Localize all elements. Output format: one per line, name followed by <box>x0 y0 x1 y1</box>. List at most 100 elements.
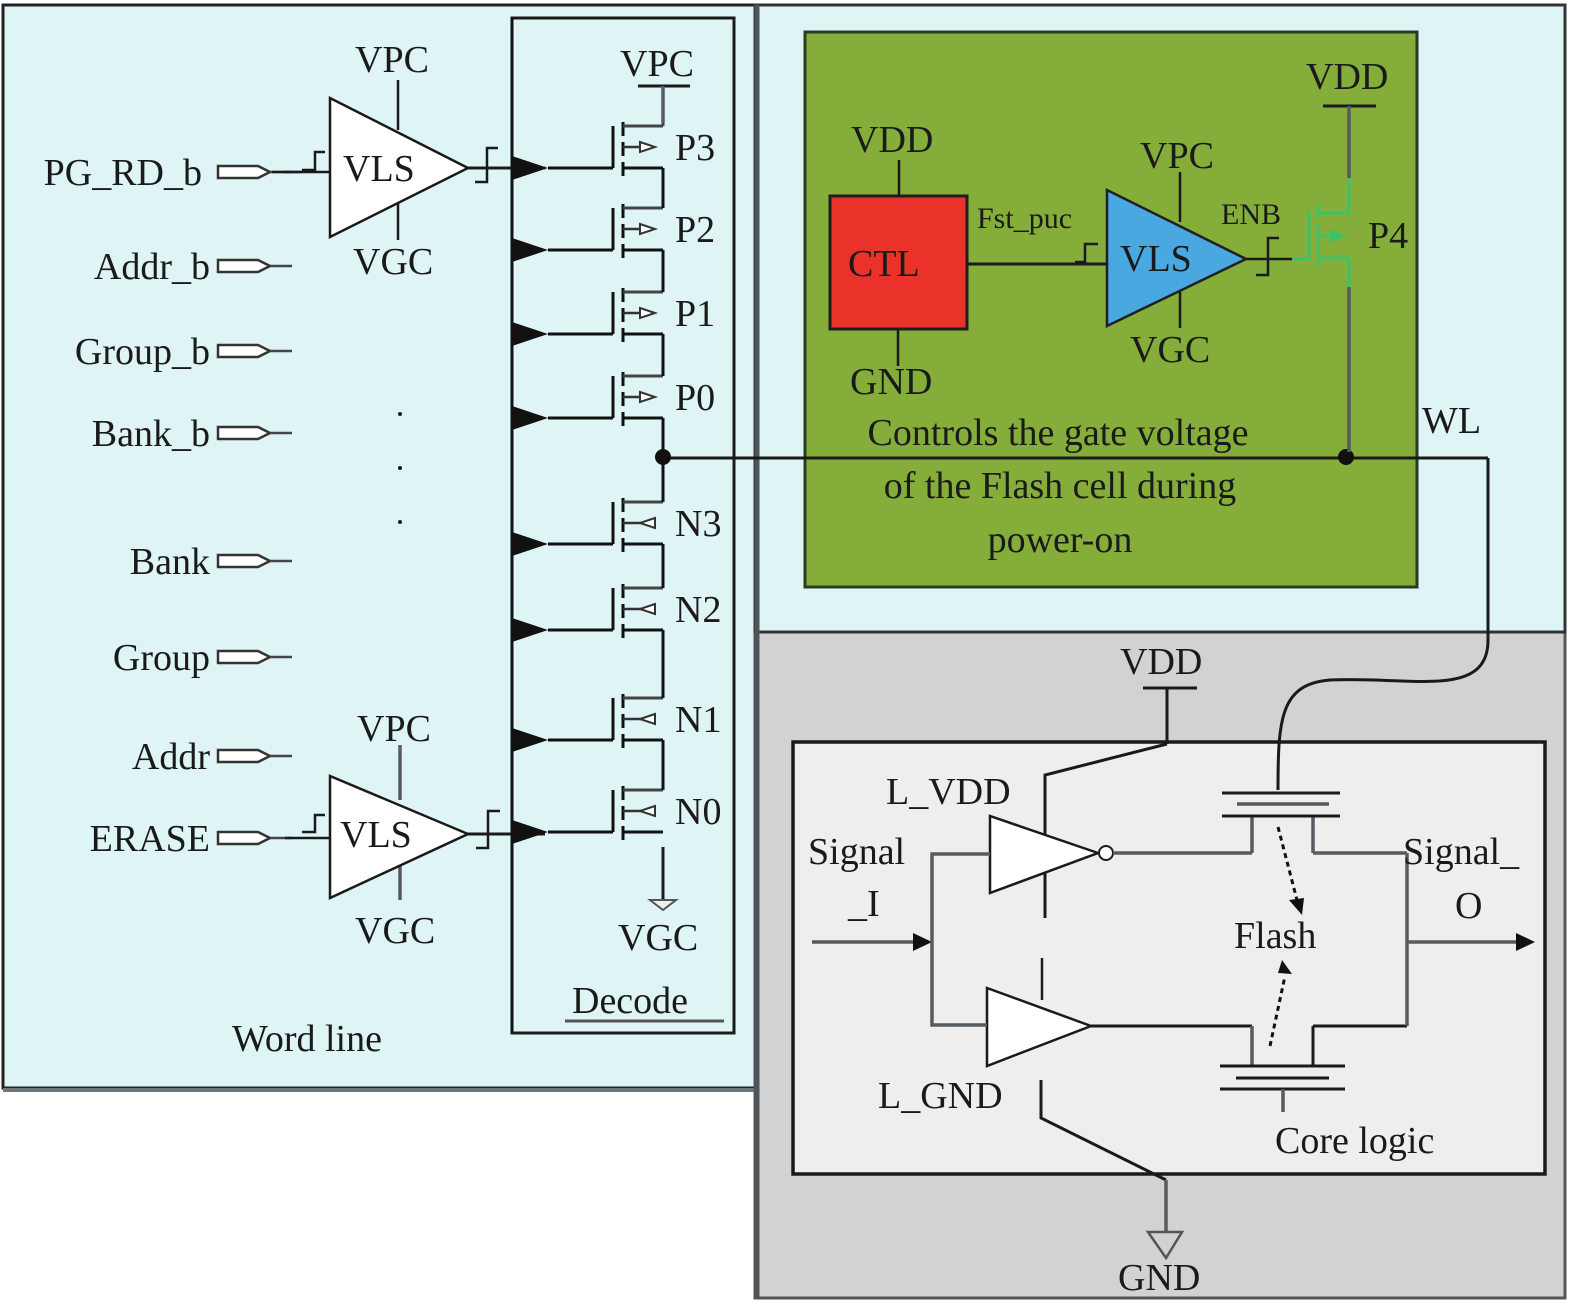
vls-control-ground: VGC <box>1130 329 1210 371</box>
decode-ground: VGC <box>618 847 698 959</box>
input-port-group-b: Group_b <box>75 331 292 373</box>
signal-output: Signal_ O <box>1403 831 1535 951</box>
gate-driver-icon <box>512 156 548 180</box>
junction-dot <box>655 449 671 465</box>
gate-driver-icon <box>512 238 548 262</box>
p4-supply-label: VDD <box>1306 56 1388 98</box>
core-logic-title: Core logic <box>1275 1120 1434 1162</box>
input-port-label: Group <box>113 637 210 679</box>
signal-input-label-1: Signal <box>808 831 905 873</box>
flash-cell: Flash <box>1091 791 1409 1112</box>
transistor-n3: N3 <box>512 498 721 556</box>
decode-supply: VPC <box>620 43 694 123</box>
vls-control-label: VLS <box>1120 238 1192 280</box>
step-output-icon <box>476 809 500 850</box>
input-port-icon <box>216 748 273 764</box>
input-port-label: ERASE <box>90 818 210 860</box>
dashed-arrow <box>1276 826 1299 901</box>
flash-label: Flash <box>1234 915 1316 957</box>
p4-label: P4 <box>1368 215 1408 257</box>
gate-driver-icon <box>512 820 548 844</box>
control-description: Controls the gate voltage of the Flash c… <box>868 412 1249 561</box>
gate-driver-icon <box>512 322 548 346</box>
transistor-label: P3 <box>675 127 715 169</box>
vls-top-supply: VPC <box>355 39 429 81</box>
ground-icon <box>647 899 679 912</box>
input-port-label: Bank_b <box>92 413 210 455</box>
signal-output-label-1: Signal_ <box>1403 831 1520 873</box>
core-supply-label: VDD <box>1120 641 1202 683</box>
input-port-label: PG_RD_b <box>44 152 202 194</box>
input-port-icon <box>216 425 273 441</box>
fst-puc-label: Fst_puc <box>977 202 1072 235</box>
wl-wire <box>1276 458 1490 791</box>
control-description-line3: power-on <box>988 519 1133 561</box>
input-port-icon <box>216 553 273 569</box>
l-gnd-label: L_GND <box>878 1075 1003 1117</box>
vls-control-supply: VPC <box>1140 135 1214 177</box>
inverter-bubble <box>1098 845 1114 861</box>
input-port-addr: Addr <box>132 736 292 778</box>
input-port-label: Addr <box>132 736 210 778</box>
input-port-group: Group <box>113 637 292 679</box>
transistor-p0: P0 <box>512 372 715 430</box>
signal-input-label-2: _I <box>847 883 880 925</box>
gate-driver-icon <box>512 532 548 556</box>
input-port-bank: Bank <box>130 541 292 583</box>
input-port-icon <box>216 649 273 665</box>
l-vdd-label: L_VDD <box>886 771 1011 813</box>
signal-output-label-2: O <box>1455 885 1482 927</box>
decode-supply-label: VPC <box>620 43 694 85</box>
core-inner-panel-bg <box>791 740 1547 1176</box>
input-port-icon <box>216 164 273 180</box>
transistor-n2: N2 <box>512 584 721 642</box>
core-supply: VDD <box>1043 641 1202 918</box>
step-output-icon <box>475 146 498 184</box>
transistor-p2: P2 <box>512 204 715 262</box>
vls-bottom-label: VLS <box>340 814 412 856</box>
enb-label: ENB <box>1221 198 1281 231</box>
arrow-right-icon <box>913 933 932 951</box>
signal-input: Signal _I <box>808 831 990 1027</box>
input-port-bank-b: Bank_b <box>92 413 292 455</box>
core-inner-panel <box>791 740 1547 1176</box>
gate-driver-icon <box>512 406 548 430</box>
input-port-label: Group_b <box>75 331 210 373</box>
ellipsis-dots <box>398 412 402 524</box>
ctl-label: CTL <box>848 243 920 285</box>
input-port-icon <box>216 258 273 274</box>
wordline-inputs: PG_RD_bAddr_bGroup_bBank_bBankGroupAddrE… <box>44 152 292 860</box>
junction-dot <box>1338 449 1354 465</box>
transistor-n0: N0 <box>512 786 721 844</box>
vls-control: VLS VPC VGC ENB <box>1105 135 1292 371</box>
transistor-p1: P1 <box>512 288 715 346</box>
gate-driver-icon <box>512 618 548 642</box>
step-output-icon <box>1256 236 1279 277</box>
transistor-p3: P3 <box>512 122 715 180</box>
input-port-label: Addr_b <box>94 246 210 288</box>
transistor-label: N3 <box>675 503 721 545</box>
transistor-label: P2 <box>675 209 715 251</box>
fst-puc-net: Fst_puc <box>967 202 1107 266</box>
input-port-label: Bank <box>130 541 210 583</box>
arrow-right-icon <box>1516 933 1535 951</box>
step-input-icon <box>302 813 325 834</box>
control-description-line2: of the Flash cell during <box>884 465 1236 507</box>
vls-top-triangle <box>328 95 471 240</box>
ctl-block: CTL VDD GND <box>828 119 969 403</box>
step-input-icon <box>1075 242 1098 264</box>
ctl-ground: GND <box>850 361 932 403</box>
transistor-label: P1 <box>675 293 715 335</box>
buffer-bottom: L_GND <box>878 958 1095 1117</box>
core-ground: GND <box>1039 1080 1200 1299</box>
gate-driver-icon <box>512 728 548 752</box>
transistor-label: N0 <box>675 791 721 833</box>
input-port-icon <box>216 830 273 846</box>
vls-bottom: VLS VPC VGC <box>285 708 545 952</box>
vls-control-triangle <box>1105 187 1249 328</box>
vls-bottom-ground: VGC <box>355 910 435 952</box>
decode-ground-label: VGC <box>618 917 698 959</box>
transistor-label: N1 <box>675 699 721 741</box>
